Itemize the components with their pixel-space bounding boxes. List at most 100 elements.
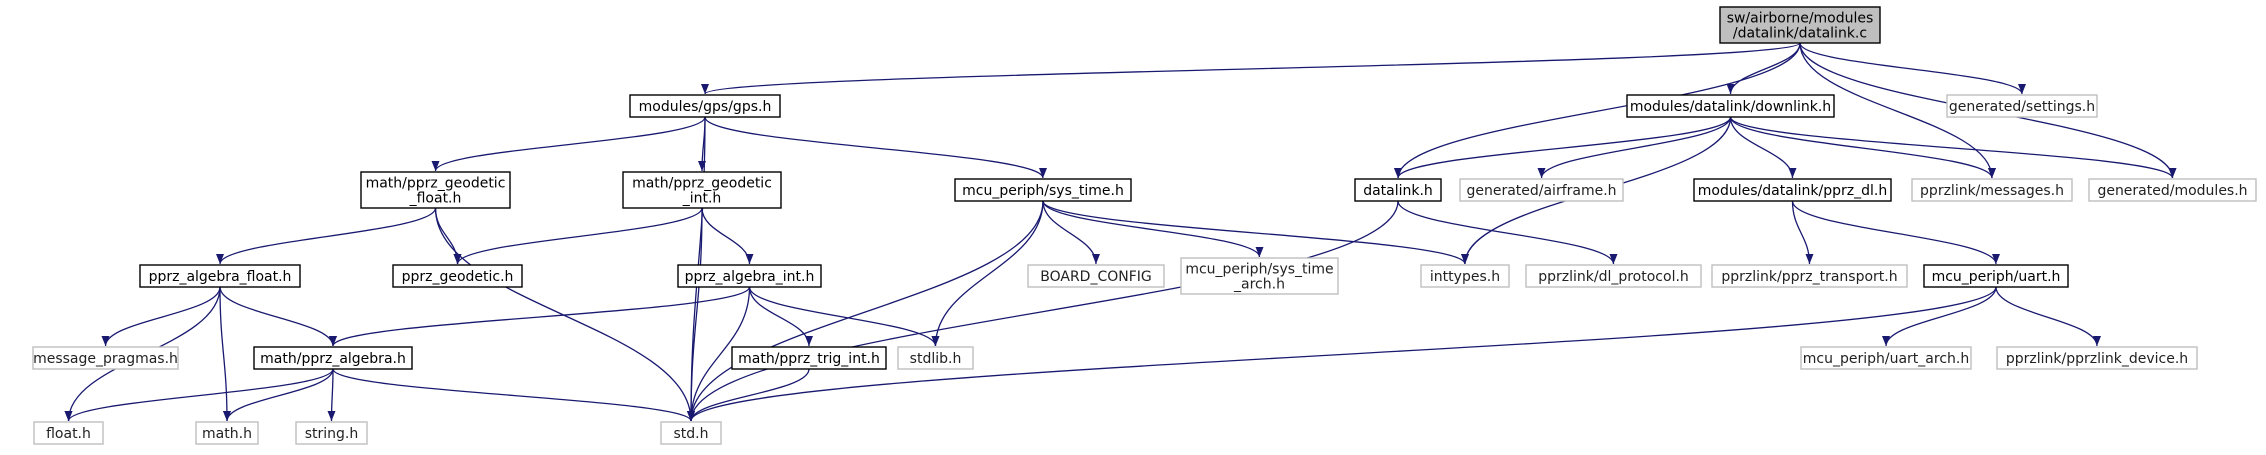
edge-pprz_dl_h-to-uart_h	[1791, 200, 2000, 265]
node-modules-h: generated/modules.h	[2088, 178, 2257, 202]
node-label: inttypes.h	[1430, 269, 1500, 285]
node-label: mcu_periph/sys_time	[1185, 262, 1333, 278]
edge-algebra_int_h-to-math_algebra_h	[329, 286, 751, 347]
edge-downlink_h-to-datalink_h	[1394, 116, 1732, 179]
edge-geodetic_int_h-to-algebra_int_h	[701, 207, 754, 265]
node-label: float.h	[46, 426, 91, 442]
node-trig-int-h[interactable]: math/pprz_trig_int.h	[731, 346, 887, 370]
node-box	[2088, 178, 2257, 202]
edge-algebra_float_h-to-math_h	[219, 286, 231, 422]
edge-uart_h-to-pprzlink_device_h	[1995, 286, 2101, 347]
node-box	[1354, 178, 1442, 202]
node-box	[1626, 94, 1835, 118]
edge-sys_time_h-to-std_h	[687, 200, 1044, 422]
edge-sys_time_h-to-board_config	[1042, 200, 1100, 265]
node-label: mcu_periph/uart.h	[1932, 269, 2061, 285]
node-label: math.h	[202, 426, 252, 442]
node-label: pprz_geodetic.h	[402, 269, 514, 285]
node-label: /datalink/datalink.c	[1733, 26, 1867, 42]
node-label: generated/settings.h	[1949, 99, 2095, 115]
node-inttypes-h: inttypes.h	[1420, 264, 1510, 288]
node-label: _int.h	[682, 191, 722, 207]
node-label: stdlib.h	[910, 351, 962, 367]
node-label: pprzlink/pprz_transport.h	[1721, 269, 1897, 285]
node-sys-time-arch-h: mcu_periph/sys_time_arch.h	[1180, 257, 1339, 295]
edge-downlink_h-to-airframe_h	[1537, 116, 1732, 179]
node-gps-h[interactable]: modules/gps/gps.h	[629, 94, 781, 118]
node-label: std.h	[674, 426, 709, 442]
edge-pprz_dl_h-to-pprz_transport_h	[1791, 200, 1814, 265]
node-label: pprzlink/messages.h	[1920, 183, 2064, 199]
node-box	[32, 346, 179, 370]
node-pprzlink-device-h: pprzlink/pprzlink_device.h	[1996, 346, 2198, 370]
edge-algebra_int_h-to-stdlib_h	[748, 286, 940, 347]
node-label: math/pprz_algebra.h	[260, 351, 406, 367]
node-label: generated/airframe.h	[1466, 183, 1616, 199]
node-std-h: std.h	[660, 421, 722, 445]
node-dl-protocol-h: pprzlink/dl_protocol.h	[1525, 264, 1702, 288]
node-label: datalink.h	[1363, 183, 1433, 199]
node-algebra-int-h[interactable]: pprz_algebra_int.h	[677, 264, 822, 288]
node-box	[1911, 178, 2073, 202]
node-label: pprzlink/pprzlink_device.h	[2006, 351, 2188, 367]
node-datalink-c[interactable]: sw/airborne/modules/datalink/datalink.c	[1719, 6, 1881, 44]
node-box	[1693, 178, 1892, 202]
node-pprz-geodetic-h[interactable]: pprz_geodetic.h	[392, 264, 523, 288]
node-message-pragmas-h: message_pragmas.h	[32, 346, 179, 370]
edge-math_algebra_h-to-float_h	[64, 368, 334, 422]
edges-layer	[64, 42, 2177, 422]
node-float-h: float.h	[33, 421, 104, 445]
edge-datalink_c-to-messages_h	[1799, 42, 1996, 179]
node-sys-time-h[interactable]: mcu_periph/sys_time.h	[954, 178, 1132, 202]
node-label: pprz_algebra_int.h	[685, 269, 815, 285]
node-label: pprzlink/dl_protocol.h	[1538, 269, 1689, 285]
node-messages-h: pprzlink/messages.h	[1911, 178, 2073, 202]
node-box	[392, 264, 523, 288]
edge-datalink_c-to-datalink_h	[1394, 42, 1801, 179]
node-box	[629, 94, 781, 118]
node-box	[1525, 264, 1702, 288]
edge-datalink_h-to-dl_protocol_h	[1397, 200, 1618, 265]
edge-math_algebra_h-to-math_h	[223, 368, 334, 422]
node-label: string.h	[305, 426, 359, 442]
node-algebra-float-h[interactable]: pprz_algebra_float.h	[139, 264, 301, 288]
edge-uart_h-to-std_h	[687, 286, 1997, 422]
node-box	[731, 346, 887, 370]
node-label: _float.h	[409, 191, 462, 207]
node-box	[1800, 346, 1972, 370]
node-box	[1946, 94, 2098, 118]
node-geodetic-int-h[interactable]: math/pprz_geodetic_int.h	[622, 171, 782, 209]
node-pprz-transport-h: pprzlink/pprz_transport.h	[1711, 264, 1908, 288]
node-stdlib-h: stdlib.h	[897, 346, 974, 370]
node-datalink-h[interactable]: datalink.h	[1354, 178, 1442, 202]
edge-downlink_h-to-modules_h	[1729, 116, 2177, 179]
edge-sys_time_h-to-stdlib_h	[931, 200, 1044, 347]
node-label: _arch.h	[1233, 277, 1285, 293]
edge-algebra_float_h-to-math_algebra_h	[219, 286, 337, 347]
node-box	[33, 421, 104, 445]
node-box	[677, 264, 822, 288]
edge-datalink_h-to-std_h	[687, 200, 1399, 422]
node-box	[1719, 6, 1881, 44]
node-uart-h[interactable]: mcu_periph/uart.h	[1923, 264, 2069, 288]
node-geodetic-float-h[interactable]: math/pprz_geodetic_float.h	[360, 171, 511, 209]
node-box	[139, 264, 301, 288]
node-box	[1711, 264, 1908, 288]
node-box	[1996, 346, 2198, 370]
edge-uart_h-to-uart_arch_h	[1882, 286, 1997, 347]
node-math-h: math.h	[195, 421, 259, 445]
node-math-algebra-h[interactable]: math/pprz_algebra.h	[253, 346, 413, 370]
node-settings-h: generated/settings.h	[1946, 94, 2098, 118]
node-label: modules/gps/gps.h	[639, 99, 772, 115]
node-box	[1180, 257, 1339, 295]
node-box	[360, 171, 511, 209]
node-pprz-dl-h[interactable]: modules/datalink/pprz_dl.h	[1693, 178, 1892, 202]
node-downlink-h[interactable]: modules/datalink/downlink.h	[1626, 94, 1835, 118]
node-box	[1459, 178, 1624, 202]
edge-downlink_h-to-messages_h	[1729, 116, 1996, 179]
node-box	[1923, 264, 2069, 288]
node-string-h: string.h	[295, 421, 368, 445]
node-box	[954, 178, 1132, 202]
node-label: modules/datalink/pprz_dl.h	[1698, 183, 1887, 199]
node-label: math/pprz_geodetic	[632, 176, 772, 192]
